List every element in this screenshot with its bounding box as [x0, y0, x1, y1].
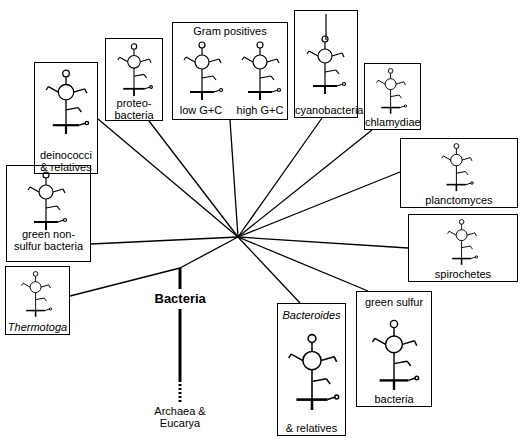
- clade-box: spirochetes: [408, 214, 518, 282]
- clade-box: proteo- bacteria: [105, 38, 163, 121]
- tree-branch: [230, 120, 238, 237]
- group-label: high G+C: [234, 104, 286, 116]
- rrna-structure: [289, 335, 339, 410]
- tree-branch: [149, 121, 238, 237]
- clade-label: bacteria: [357, 393, 431, 405]
- tree-branch: [238, 237, 368, 291]
- clade-label: Bacteroides: [278, 309, 345, 321]
- clade-box: Bacteroides & relatives: [277, 303, 346, 436]
- tree-branch: [238, 237, 408, 248]
- tree-branch: [238, 172, 400, 237]
- clade-box: green non- sulfur bacteria: [6, 165, 91, 262]
- rrna-structure: [372, 320, 418, 390]
- clade-box: Thermotoga: [5, 266, 70, 335]
- rrna-stem: [325, 14, 326, 40]
- clade-box: chlamydiae: [364, 63, 421, 130]
- clade-label: deinococci & relatives: [35, 149, 97, 173]
- clade-label: proteo- bacteria: [106, 97, 162, 121]
- clade-box: deinococci & relatives: [34, 62, 98, 174]
- tree-branch: [180, 237, 238, 268]
- clade-box: green sulfur bacteria: [356, 291, 432, 407]
- clade-label: Thermotoga: [6, 321, 69, 333]
- rrna-structure: [307, 36, 346, 94]
- clade-box: planctomyces: [400, 138, 518, 208]
- clade-label: green non- sulfur bacteria: [7, 228, 90, 252]
- clade-label: chlamydiae: [365, 116, 420, 128]
- clade-label: & relatives: [278, 422, 345, 434]
- rrna-structure: [377, 69, 407, 114]
- clade-box: cyanobacteria: [294, 10, 358, 118]
- clade-label: spirochetes: [409, 268, 517, 280]
- rrna-structure: [442, 144, 474, 192]
- clade-label: planctomyces: [401, 194, 517, 206]
- root-label: Bacteria: [154, 289, 207, 309]
- rrna-structure: [184, 42, 223, 100]
- rrna-structure: [46, 70, 88, 134]
- rrna-structure: [242, 42, 281, 100]
- rrna-structure: [28, 172, 67, 230]
- root-dotted: [179, 384, 182, 402]
- clade-label: Gram positives: [173, 25, 287, 37]
- clade-label: cyanobacteria: [295, 104, 357, 116]
- clade-label: green sulfur: [357, 296, 431, 308]
- tree-branch: [238, 237, 300, 303]
- group-label: Archaea & Eucarya: [140, 405, 220, 429]
- rrna-structure: [22, 272, 52, 317]
- tree-branch: [238, 130, 372, 237]
- root-line: [179, 268, 182, 382]
- rrna-structure: [118, 44, 153, 96]
- rrna-structure: [448, 220, 478, 265]
- group-label: low G+C: [176, 104, 226, 116]
- tree-branch: [238, 118, 322, 237]
- tree-branch: [98, 119, 238, 237]
- tree-branch: [91, 237, 238, 244]
